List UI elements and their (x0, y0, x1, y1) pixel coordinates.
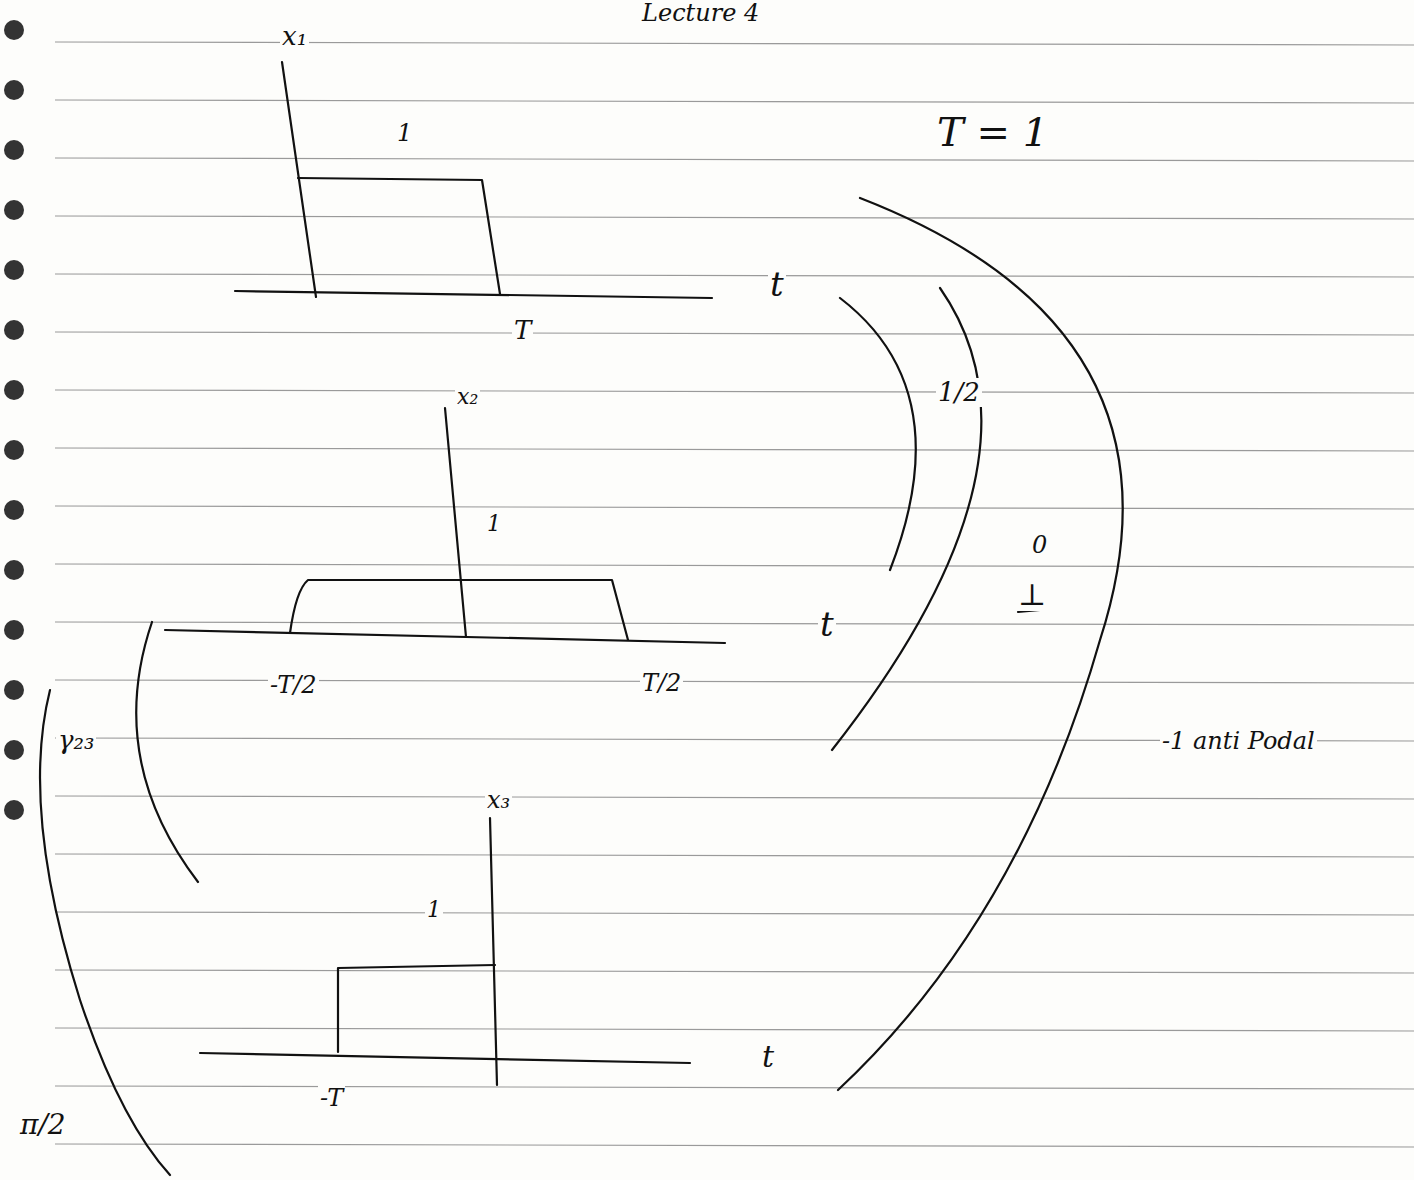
handwritten-label: x₂ (455, 385, 480, 409)
page-title: Lecture 4 (640, 0, 761, 26)
spiral-hole (4, 380, 24, 400)
handwritten-label: 1/2 (936, 378, 982, 407)
ruled-line (55, 1028, 1414, 1031)
arc (136, 622, 198, 882)
ruled-line (55, 158, 1414, 161)
handwritten-label: -1 anti Podal (1160, 728, 1317, 754)
ruled-line (55, 390, 1414, 393)
spiral-hole (4, 140, 24, 160)
ruled-line (55, 1086, 1414, 1089)
t-axis (200, 1053, 690, 1063)
spiral-hole (4, 20, 24, 40)
spiral-hole (4, 680, 24, 700)
x2-pulse (290, 580, 628, 640)
ruled-line (55, 970, 1414, 973)
ruled-line (55, 448, 1414, 451)
spiral-hole (4, 500, 24, 520)
handwritten-label: x₃ (485, 787, 512, 813)
ruled-line (55, 796, 1414, 799)
ruled-line (55, 564, 1414, 567)
x3-pulse (338, 965, 495, 1052)
spiral-hole (4, 200, 24, 220)
spiral-hole (4, 260, 24, 280)
ruled-line (55, 854, 1414, 857)
handwritten-label: 0 (1030, 532, 1049, 558)
handwritten-label: T = 1 (935, 110, 1050, 154)
ruled-line (55, 912, 1414, 915)
handwritten-label: ⊥ (1016, 578, 1048, 611)
handwritten-label: -T (318, 1085, 345, 1111)
ruled-line (55, 1144, 1414, 1147)
ruled-line (55, 622, 1414, 625)
spiral-hole (4, 80, 24, 100)
handwritten-label: t (818, 606, 836, 643)
handwritten-label: x₁ (280, 22, 309, 51)
spiral-hole (4, 440, 24, 460)
spiral-hole (4, 560, 24, 580)
ruled-line (55, 274, 1414, 277)
ruled-line (55, 506, 1414, 509)
spiral-hole (4, 740, 24, 760)
ruled-line (55, 332, 1414, 335)
ruled-line (55, 42, 1414, 45)
t-axis (165, 630, 725, 643)
x3-axis (490, 818, 497, 1085)
handwritten-label: -T/2 (268, 672, 319, 698)
ruled-line (55, 680, 1414, 683)
spiral-hole (4, 800, 24, 820)
arc (40, 690, 170, 1175)
ruled-lines (55, 42, 1414, 1147)
t-axis (235, 291, 712, 298)
spiral-hole (4, 620, 24, 640)
x2-axis (445, 408, 466, 637)
spiral-hole (4, 320, 24, 340)
arc (838, 198, 1123, 1090)
handwritten-label: T (512, 316, 533, 345)
spiral-binding (4, 20, 24, 820)
ruled-line (55, 216, 1414, 219)
handwritten-label: γ₂₃ (56, 726, 96, 755)
arc (832, 288, 981, 750)
handwritten-label: π/2 (18, 1110, 68, 1141)
x1-axis (282, 62, 316, 297)
handwritten-label: 1 (395, 120, 414, 146)
handwritten-label: t (768, 266, 786, 303)
handwritten-label: 1 (425, 898, 443, 922)
handwritten-label: 1 (485, 512, 503, 536)
x1-pulse (298, 178, 500, 294)
ruled-line (55, 100, 1414, 103)
arc (840, 298, 916, 570)
handwritten-label: t (760, 1040, 776, 1073)
handwritten-label: T/2 (640, 670, 683, 696)
